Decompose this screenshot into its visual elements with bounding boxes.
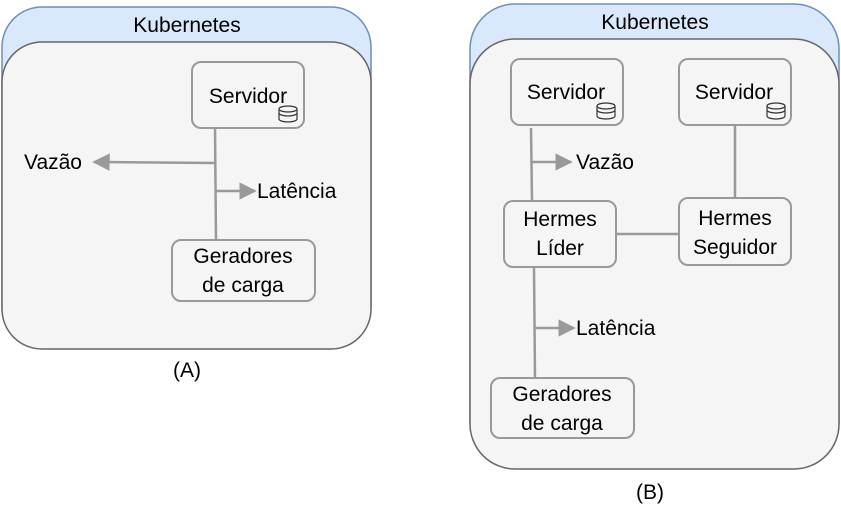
caption-a: (A)	[173, 359, 201, 382]
database-icon	[596, 102, 616, 120]
follower-line1-b: Hermes	[698, 207, 772, 230]
caption-b: (B)	[636, 481, 664, 504]
hermes-follower-node-b: Hermes Seguidor	[678, 197, 792, 266]
kubernetes-label-a: Kubernetes	[133, 14, 240, 37]
connector-leader-to-generators-b	[532, 266, 537, 379]
connector-server-to-leader-b	[529, 127, 534, 202]
server-node-right-b: Servidor	[678, 58, 792, 126]
database-icon	[766, 102, 786, 120]
database-icon	[278, 105, 298, 123]
kubernetes-label-b: Kubernetes	[601, 11, 708, 34]
latency-label-b: Latência	[576, 317, 656, 340]
throughput-arrow-a	[92, 153, 216, 171]
hermes-leader-node-b: Hermes Líder	[503, 200, 617, 268]
leader-line2-b: Líder	[536, 237, 584, 260]
server-node-left-b: Servidor	[510, 58, 624, 126]
cluster-body-b	[469, 38, 840, 470]
follower-line2-b: Seguidor	[693, 236, 777, 259]
load-generators-node-b: Geradores de carga	[490, 377, 635, 439]
leader-line1-b: Hermes	[523, 208, 597, 231]
load-generators-line1-a: Geradores	[193, 245, 292, 268]
server-right-label-b: Servidor	[695, 81, 773, 104]
latency-label-a: Latência	[257, 180, 337, 203]
diagram-b: Kubernetes Servidor Servidor He	[469, 3, 840, 504]
load-generators-line2-a: de carga	[202, 274, 284, 297]
server-label-a: Servidor	[209, 85, 287, 108]
load-generators-line2-b: de carga	[521, 412, 603, 435]
throughput-label-a: Vazão	[24, 151, 82, 174]
diagram-a: Kubernetes Servidor Geradores de carga V…	[1, 6, 372, 382]
load-generators-line1-b: Geradores	[512, 383, 611, 406]
server-left-label-b: Servidor	[527, 81, 605, 104]
connector-server-to-generators-a	[213, 127, 218, 242]
load-generators-node-a: Geradores de carga	[171, 239, 316, 302]
server-node-a: Servidor	[191, 61, 305, 129]
throughput-label-b: Vazão	[576, 151, 634, 174]
